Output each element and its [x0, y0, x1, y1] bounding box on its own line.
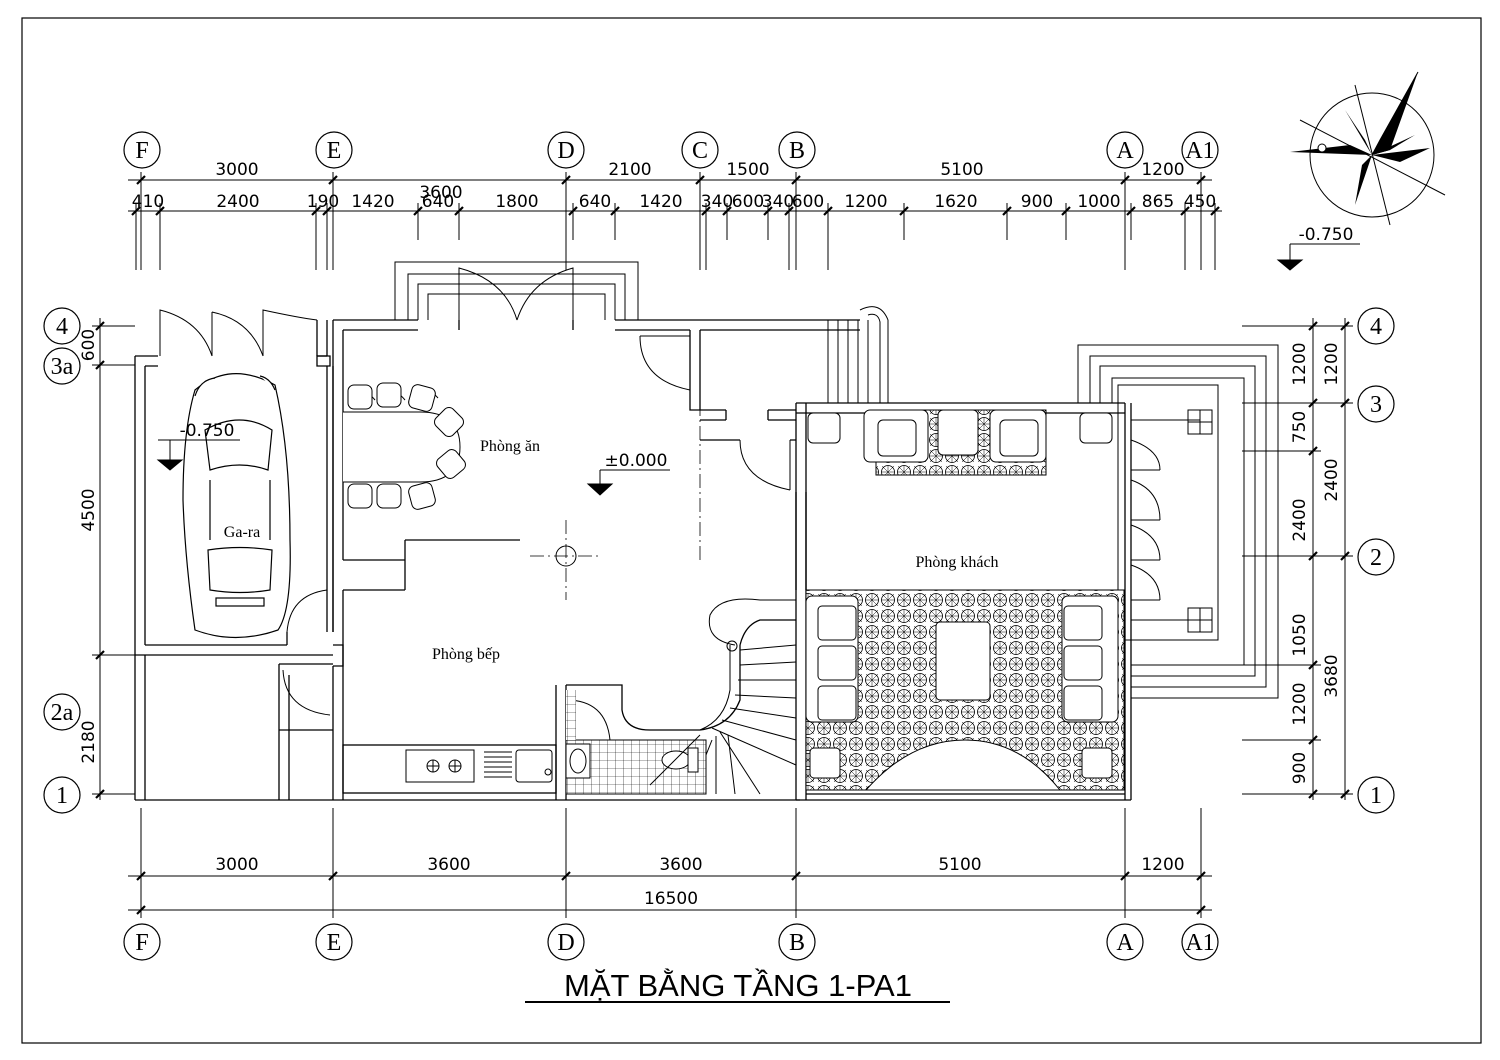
axis-label: A1 [1185, 138, 1214, 164]
dimension-text: 2400 [1322, 458, 1342, 501]
axis-label: A [1116, 930, 1134, 956]
room-label: Phòng khách [915, 554, 998, 571]
axis-label: 4 [1370, 314, 1382, 340]
dimension-text: 450 [1184, 192, 1216, 212]
dimension-text: 2400 [216, 192, 259, 212]
room-label: Phòng ăn [480, 438, 540, 455]
dimension-text: 16500 [644, 889, 698, 909]
sink-icon [484, 749, 553, 783]
axis-label: 3a [51, 354, 74, 380]
axis-bubbles [43, 131, 1395, 961]
dimension-text: 600 [79, 329, 99, 361]
dimension-text: 1000 [1077, 192, 1120, 212]
dimension-text: 600 [792, 192, 824, 212]
drawing-title: MẶT BẰNG TẦNG 1-PA1 [564, 968, 912, 1003]
axis-label: C [692, 138, 708, 164]
dimensions-bottom [128, 808, 1212, 918]
axis-label: E [327, 930, 342, 956]
axis-label: B [789, 138, 805, 164]
car-icon [182, 373, 291, 639]
column-symbol [555, 545, 577, 567]
dimension-text: 1420 [639, 192, 682, 212]
toilet-icon [649, 734, 701, 786]
dimension-text: 2400 [1290, 498, 1310, 541]
room-label: Phòng bếp [432, 646, 500, 663]
sofa-icon [805, 409, 1125, 791]
dimension-text: 900 [1021, 192, 1053, 212]
dimension-text: 1200 [1141, 855, 1184, 875]
dimension-text: 3600 [419, 183, 462, 203]
dimension-text: 5100 [938, 855, 981, 875]
dimension-text: 1620 [934, 192, 977, 212]
compass-icon [1290, 71, 1446, 226]
dimension-text: 1200 [1322, 342, 1342, 385]
axis-label: A [1116, 138, 1134, 164]
dimension-text: 2100 [608, 160, 651, 180]
dimension-text: 1200 [1290, 682, 1310, 725]
axis-label: 1 [1370, 783, 1382, 809]
dimension-text: 865 [1142, 192, 1174, 212]
dimensions-top [128, 172, 1222, 270]
dimension-text: 1200 [844, 192, 887, 212]
dimension-text: 340 [762, 192, 794, 212]
dimension-text: 4500 [79, 488, 99, 531]
axis-label: 3 [1370, 392, 1382, 418]
dimensions-right [1242, 318, 1353, 800]
level-text: -0.750 [180, 421, 235, 441]
axis-centerlines [530, 330, 701, 600]
dimension-text: 3000 [215, 160, 258, 180]
level-text: -0.750 [1299, 225, 1354, 245]
axis-label: 2a [51, 700, 74, 726]
axis-label: 2 [1370, 545, 1382, 571]
axis-label: D [557, 930, 574, 956]
sink-icon [565, 743, 591, 779]
dimension-text: 3000 [215, 855, 258, 875]
dimension-text: 900 [1290, 752, 1310, 784]
dimension-text: 2180 [79, 720, 99, 763]
dimension-text: 5100 [940, 160, 983, 180]
bath-floor-top [566, 690, 576, 740]
dimensions-left [92, 318, 135, 800]
level-text: ±0.000 [605, 451, 668, 471]
dimension-text: 640 [579, 192, 611, 212]
room-label: Ga-ra [224, 524, 260, 541]
axis-label: 4 [56, 314, 68, 340]
dimension-text: 1200 [1290, 342, 1310, 385]
dimension-text: 410 [132, 192, 164, 212]
axis-label: E [327, 138, 342, 164]
dimension-text: 640 [422, 192, 454, 212]
stove-icon [405, 749, 475, 783]
dimension-text: 750 [1290, 411, 1310, 443]
dimension-text: 190 [307, 192, 339, 212]
dimension-text: 1050 [1290, 613, 1310, 656]
dimension-text: 3600 [427, 855, 470, 875]
dimension-text: 1420 [351, 192, 394, 212]
axis-label: D [557, 138, 574, 164]
stair-icon [699, 598, 797, 795]
axis-label: A1 [1185, 930, 1214, 956]
dimension-text: 1200 [1141, 160, 1184, 180]
dining-set [343, 382, 466, 510]
axis-label: 1 [56, 783, 68, 809]
dimension-text: 1800 [495, 192, 538, 212]
dimension-text: 1500 [726, 160, 769, 180]
dimension-text: 3600 [659, 855, 702, 875]
side-steps [827, 306, 1279, 699]
entrance-steps [394, 261, 639, 320]
axis-label: F [135, 138, 148, 164]
axis-label: F [135, 930, 148, 956]
dimension-text: 3680 [1322, 654, 1342, 697]
axis-label: B [789, 930, 805, 956]
dimension-text: 340 [701, 192, 733, 212]
sheet-border [21, 17, 1482, 1044]
dimension-text: 600 [732, 192, 764, 212]
level-markers [156, 243, 1360, 496]
door-swing-icon [159, 267, 1161, 741]
